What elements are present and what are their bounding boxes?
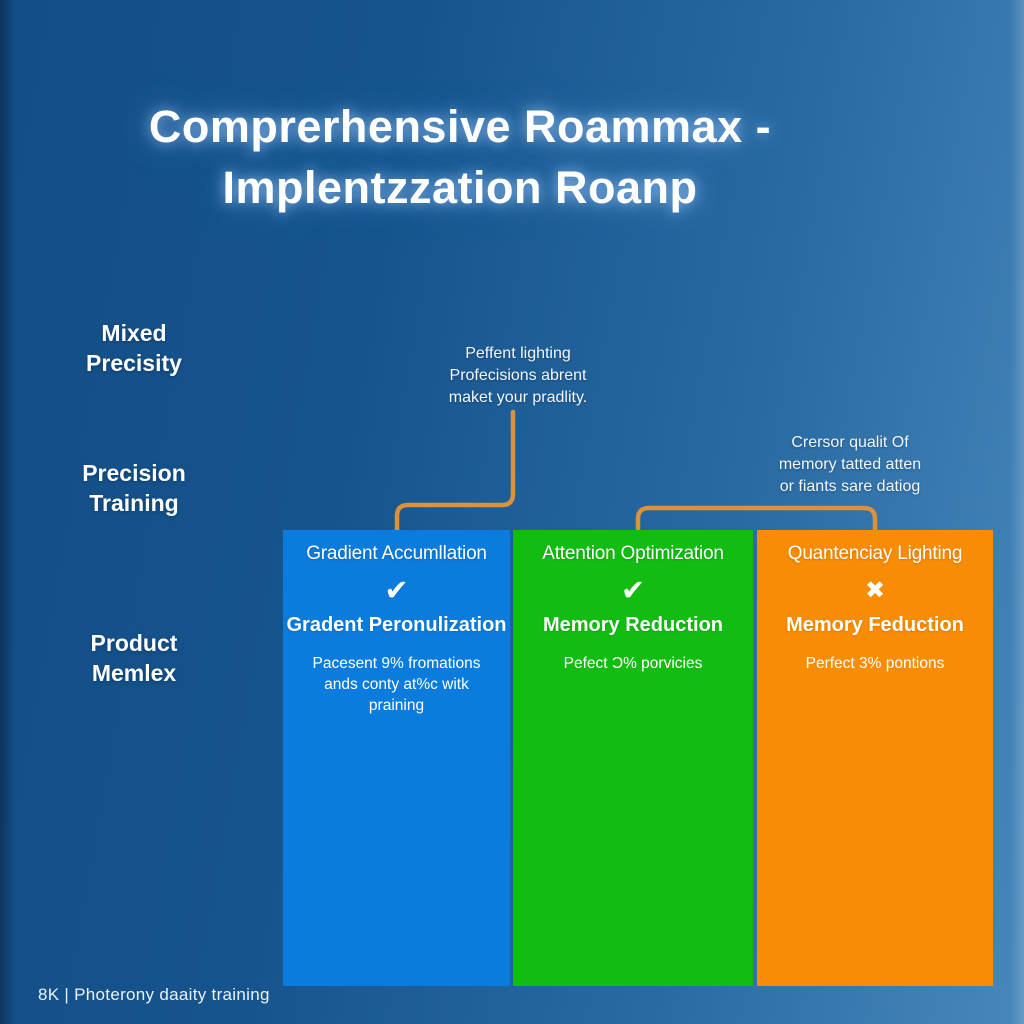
- annotation-right: Crersor qualit Of memory tatted atten or…: [705, 432, 995, 498]
- column-body: Pefect Ɔ% porvicies: [513, 653, 753, 674]
- row-label-precision-training: Precision Training: [38, 458, 230, 518]
- column-header: Gradient Accumllation: [306, 543, 487, 564]
- row-label-line: Memlex: [91, 660, 177, 686]
- annotation-line: memory tatted atten: [778, 456, 922, 473]
- column-subtitle: Memory Feduction: [786, 614, 964, 636]
- column-header: Quantenciay Lighting: [787, 543, 963, 564]
- column-header: Attention Optimization: [542, 543, 724, 564]
- annotation-line: or fiants sare datiog: [779, 478, 921, 495]
- row-label-line: Mixed: [101, 320, 167, 346]
- row-label-line: Precision: [82, 460, 186, 486]
- column-body-line: ands conty at%c witk: [324, 676, 469, 693]
- column-subtitle: Memory Reduction: [542, 614, 724, 636]
- column-attention-optimization: Attention Optimization ✔ Memory Reductio…: [513, 530, 753, 986]
- left-edge-shading: [0, 0, 16, 1024]
- column-body: Pacesent 9% fromations ands conty at%c w…: [283, 653, 510, 716]
- annotation-line: Crersor qualit Of: [791, 434, 909, 451]
- annotation-line: maket your pradlity.: [448, 389, 588, 406]
- column-body: Perfect 3% pontions: [757, 653, 993, 674]
- row-label-line: Training: [89, 490, 179, 516]
- page-title-line1: Comprerhensive Roammax -: [148, 101, 772, 152]
- row-label-product-memlex: Product Memlex: [38, 628, 230, 688]
- x-icon: ✖: [864, 577, 886, 604]
- row-label-line: Product: [90, 630, 178, 656]
- connector-line-left: [394, 409, 516, 534]
- column-gradient-accumulation: Gradient Accumllation ✔ Gradent Peronuli…: [283, 530, 510, 986]
- annotation-center: Peffent lighting Profecisions abrent mak…: [368, 343, 668, 409]
- column-body-line: praining: [368, 697, 425, 714]
- column-body-line: Pacesent 9% fromations: [312, 655, 481, 672]
- page-title: Comprerhensive Roammax - Implentzzation R…: [60, 96, 860, 218]
- connector-bracket-right: [635, 505, 878, 534]
- column-quantenciay-lighting: Quantenciay Lighting ✖ Memory Feduction …: [757, 530, 993, 986]
- roadmap-columns: Gradient Accumllation ✔ Gradent Peronuli…: [283, 530, 993, 986]
- check-icon: ✔: [620, 575, 646, 607]
- column-subtitle: Gradent Peronulization: [286, 614, 507, 636]
- row-label-mixed-precisity: Mixed Precisity: [38, 318, 230, 378]
- check-icon: ✔: [384, 575, 409, 607]
- right-edge-highlight: [1010, 0, 1024, 1024]
- annotation-line: Peffent lighting: [465, 345, 571, 362]
- footer-caption: 8K | Photerony daaity training: [38, 985, 270, 1004]
- page-title-line2: Implentzzation Roanp: [222, 162, 698, 213]
- column-body-line: Perfect 3% pontions: [805, 655, 945, 672]
- column-body-line: Pefect Ɔ% porvicies: [563, 655, 703, 672]
- row-label-line: Precisity: [86, 350, 182, 376]
- annotation-line: Profecisions abrent: [449, 367, 587, 384]
